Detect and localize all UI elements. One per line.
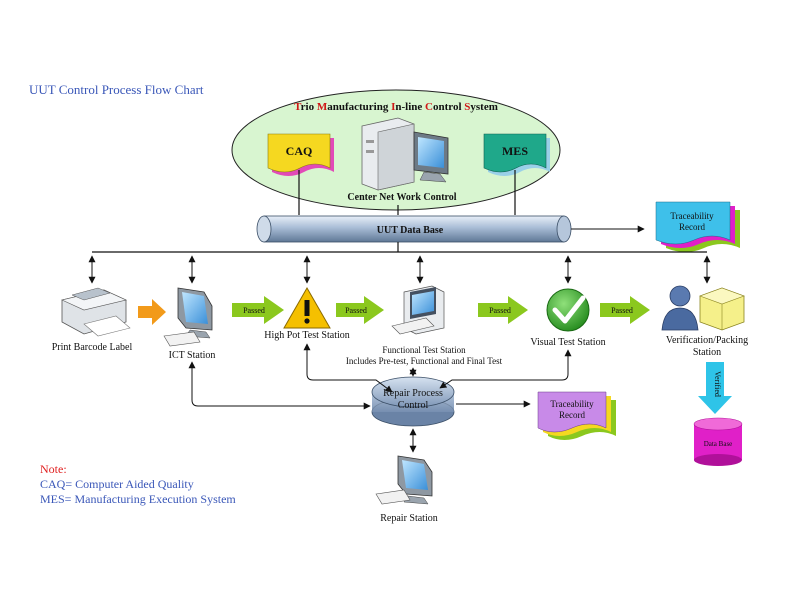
verification-station-label: Verification/Packing	[666, 335, 748, 346]
printer-icon	[61, 287, 131, 337]
svg-text:Passed: Passed	[489, 306, 511, 315]
highpot-station-label: High Pot Test Station	[264, 330, 350, 341]
repair-station-label: Repair Station	[380, 513, 438, 524]
traceability-bottom-line2: Record	[559, 410, 585, 420]
data-base-cylinder-icon: Data Base	[693, 417, 743, 466]
note-line-mes: MES= Manufacturing Execution System	[40, 492, 236, 506]
print-station-label: Print Barcode Label	[52, 342, 133, 353]
verified-arrow: Verified	[698, 362, 732, 414]
functional-computer-icon	[391, 285, 445, 335]
mes-document-icon: MES	[483, 133, 550, 176]
ict-computer-icon	[163, 287, 213, 347]
repair-control-line2: Control	[398, 400, 429, 411]
traceability-top-line1: Traceability	[670, 211, 714, 221]
orange-flow-arrow	[138, 299, 166, 325]
svg-text:Passed: Passed	[345, 306, 367, 315]
svg-text:Verified: Verified	[713, 371, 722, 397]
ict-to-repair-connector	[188, 361, 371, 410]
caq-document-icon: CAQ	[267, 133, 334, 176]
svg-text:Passed: Passed	[611, 306, 633, 315]
traceability-top-line2: Record	[679, 222, 705, 232]
checkmark-icon	[546, 288, 590, 332]
passed-arrow-3: Passed	[478, 296, 528, 324]
repair-control-disk: Repair Process Control	[371, 376, 455, 427]
ict-station-label: ICT Station	[169, 350, 216, 361]
server-icon	[361, 117, 415, 191]
center-network-label: Center Net Work Control	[347, 192, 456, 203]
repair-computer-icon	[375, 455, 433, 505]
passed-arrow-2: Passed	[336, 296, 384, 324]
page-title: UUT Control Process Flow Chart	[29, 82, 204, 97]
system-title-cap-t: T	[294, 101, 302, 113]
visual-station-label: Visual Test Station	[530, 337, 605, 348]
traceability-record-top-icon: Traceability Record	[655, 201, 740, 252]
svg-text:Passed: Passed	[243, 306, 265, 315]
traceability-record-bottom-icon: Traceability Record	[537, 391, 616, 440]
person-icon	[661, 285, 699, 331]
system-title: Trio Manufacturing In-line Control Syste…	[294, 101, 498, 113]
note-title: Note:	[40, 462, 67, 476]
traceability-bottom-line1: Traceability	[550, 399, 594, 409]
package-box-icon	[699, 287, 745, 331]
functional-station-label: Functional Test Station	[382, 345, 466, 355]
repair-control-line1: Repair Process	[383, 388, 443, 399]
monitor-icon	[413, 131, 449, 183]
note-block: Note: CAQ= Computer Aided Quality MES= M…	[40, 462, 236, 507]
functional-station-sublabel: Includes Pre-test, Functional and Final …	[346, 356, 503, 366]
note-line-caq: CAQ= Computer Aided Quality	[40, 477, 194, 491]
visual-to-repair-connector	[439, 349, 572, 389]
passed-arrow-4: Passed	[600, 296, 650, 324]
database-label: UUT Data Base	[377, 225, 444, 236]
database-pipe: UUT Data Base	[256, 215, 572, 243]
highpot-to-repair-connector	[303, 343, 393, 393]
passed-arrow-1: Passed	[232, 296, 284, 324]
data-base-label: Data Base	[704, 440, 733, 448]
warning-triangle-icon	[283, 286, 331, 329]
verification-station-label-2: Station	[693, 347, 721, 358]
mes-label: MES	[502, 144, 528, 158]
caq-label: CAQ	[286, 144, 313, 158]
